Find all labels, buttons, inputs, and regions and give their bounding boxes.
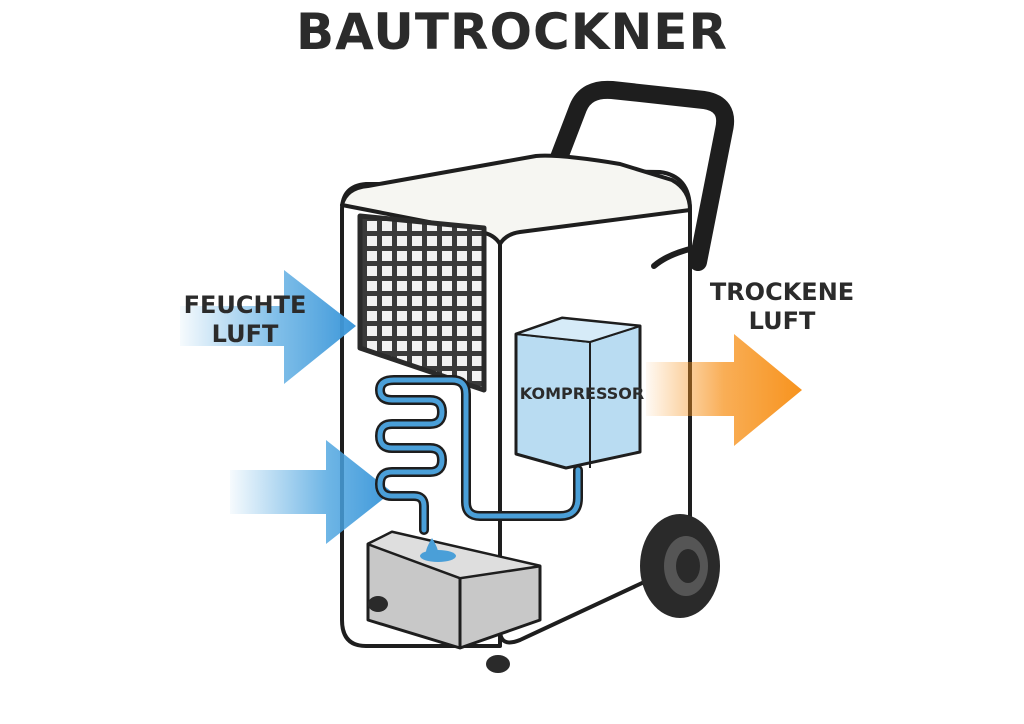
inlet-arrow-lower: [230, 440, 392, 544]
label-dry-air: TROCKENE LUFT: [692, 278, 872, 336]
water-drop-icon: [426, 538, 438, 558]
label-humid-air-line1: FEUCHTE: [183, 291, 307, 319]
outlet-arrow: [646, 334, 802, 446]
label-compressor: KOMPRESSOR: [519, 384, 645, 403]
feet: [368, 596, 510, 673]
inlet-arrow-upper: [180, 270, 356, 384]
label-dry-air-line2: LUFT: [748, 306, 816, 335]
label-dry-air-line1: TROCKENE: [709, 278, 855, 306]
water-tank: [366, 530, 542, 650]
grille-icon: [357, 213, 487, 393]
wheel-icon: [640, 514, 720, 618]
compressor-box: [514, 316, 642, 470]
handle-icon: [546, 80, 734, 271]
label-humid-air: FEUCHTE LUFT: [170, 291, 320, 349]
label-humid-air-line2: LUFT: [211, 319, 279, 348]
unit-body: [340, 153, 697, 648]
diagram-title: BAUTROCKNER: [296, 3, 728, 61]
coil: [375, 375, 583, 535]
